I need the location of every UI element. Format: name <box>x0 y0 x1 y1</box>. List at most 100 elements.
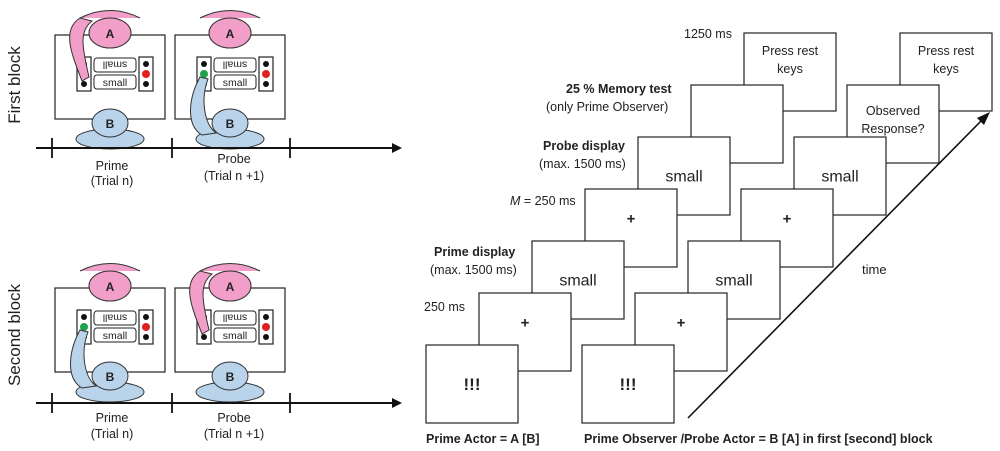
person-a-letter-front: A <box>106 27 115 41</box>
caption-prime-actor: Prime Actor = A [B] <box>426 432 540 446</box>
label-isi-m: M <box>510 194 521 208</box>
person-a-arm <box>69 17 94 82</box>
timeline-first-block: Prime (Trial n) Probe (Trial n +1) <box>36 138 402 188</box>
second-block-label-group: Second block <box>5 283 24 386</box>
first-prime-title: Prime <box>96 159 129 173</box>
left-scenes: AABsmallsmallAABsmallsmallAABsmallsmallA… <box>54 10 286 403</box>
probe-seq-screen-text: keys <box>933 62 959 76</box>
right-rest-key-2 <box>143 334 149 340</box>
prime-seq-screen-text: Press rest <box>762 44 819 58</box>
label-prime-display: Prime display <box>434 245 515 259</box>
bottom-word: small <box>223 330 248 342</box>
first-block-label-group: First block <box>5 46 24 124</box>
prime-seq-screen-frame <box>425 344 519 424</box>
caption-prime-observer: Prime Observer /Probe Actor = B [A] in f… <box>584 432 933 446</box>
right-rest-key <box>143 314 149 320</box>
prime-seq-screen-text: + <box>521 314 530 331</box>
left-rest-key <box>81 314 87 320</box>
bottom-word-box <box>93 327 137 343</box>
person-a-shoulders <box>199 263 261 272</box>
time-label: time <box>862 262 887 277</box>
label-250ms: 250 ms <box>424 300 465 314</box>
right-red-key <box>142 70 150 78</box>
left-green-key <box>80 323 88 331</box>
bottom-word: small <box>103 77 128 89</box>
label-prime-display-sub: (max. 1500 ms) <box>430 263 517 277</box>
person-a-head-front <box>208 270 252 302</box>
person-b-letter: B <box>106 117 115 131</box>
scene-second-prime: AABsmallsmall <box>54 263 166 403</box>
label-1250ms: 1250 ms <box>684 27 732 41</box>
right-red-key <box>142 323 150 331</box>
person-b-head <box>91 361 129 391</box>
left-rest-key-2 <box>81 81 87 87</box>
second-probe-title: Probe <box>217 411 250 425</box>
probe-seq-screen-5: small <box>793 136 887 216</box>
top-word-box <box>93 310 137 326</box>
label-isi-value: = 250 ms <box>520 194 575 208</box>
second-probe-sub: (Trial n +1) <box>204 427 264 441</box>
person-a-shoulders <box>199 10 261 19</box>
right-rest-key-2 <box>263 334 269 340</box>
probe-seq-screen-text: Observed <box>866 104 920 118</box>
right-rest-key-2 <box>263 81 269 87</box>
person-b-letter: B <box>106 370 115 384</box>
first-probe-sub: (Trial n +1) <box>204 169 264 183</box>
prime-seq-screen-text: keys <box>777 62 803 76</box>
label-memory-test-sub: (only Prime Observer) <box>546 100 668 114</box>
prime-seq-screen-text: !!! <box>464 375 481 394</box>
top-word: small <box>223 312 248 324</box>
second-prime-sub: (Trial n) <box>91 427 134 441</box>
prime-seq-screen-text: small <box>665 169 702 186</box>
left-rest-key <box>201 61 207 67</box>
person-b-head <box>91 108 129 138</box>
scene-first-probe: AABsmallsmall <box>174 10 286 150</box>
second-prime-title: Prime <box>96 411 129 425</box>
person-a-letter-front: A <box>106 280 115 294</box>
probe-seq-screen-text: Press rest <box>918 44 975 58</box>
bottom-word: small <box>223 77 248 89</box>
right-red-key <box>262 323 270 331</box>
right-rest-key <box>263 61 269 67</box>
top-word: small <box>103 59 128 71</box>
person-a-shoulders <box>79 10 141 19</box>
top-word: small <box>103 312 128 324</box>
left-green-key <box>200 70 208 78</box>
probe-seq-screen-text: small <box>821 169 858 186</box>
bottom-word-box <box>213 74 257 90</box>
person-b-letter: B <box>226 117 235 131</box>
person-b-arm <box>190 76 218 136</box>
prime-seq-screen-5: small <box>637 136 731 216</box>
person-a-head-front <box>88 17 132 49</box>
left-rest-key-2 <box>201 334 207 340</box>
right-red-key <box>262 70 270 78</box>
time-arrow: time <box>687 112 990 419</box>
person-a-shoulders <box>79 263 141 272</box>
person-a-letter-front: A <box>226 280 235 294</box>
label-probe-display: Probe display <box>543 139 625 153</box>
person-b-arm <box>70 329 98 389</box>
probe-seq-screen-text: Response? <box>861 122 924 136</box>
probe-seq-screen-text: !!! <box>620 375 637 394</box>
probe-seq-screen-frame <box>581 344 675 424</box>
top-word-box <box>93 57 137 73</box>
right-rest-key <box>263 314 269 320</box>
person-b-head <box>211 108 249 138</box>
person-a-letter-front: A <box>226 27 235 41</box>
top-word-box <box>213 57 257 73</box>
top-word-box <box>213 310 257 326</box>
person-b-letter: B <box>226 370 235 384</box>
top-word: small <box>223 59 248 71</box>
prime-seq-screen-1: !!! <box>425 344 519 424</box>
bottom-word: small <box>103 330 128 342</box>
probe-seq-screen-text: + <box>783 210 792 227</box>
person-b-head <box>211 361 249 391</box>
probe-seq-screen-text: small <box>715 273 752 290</box>
scene-second-probe: AABsmallsmall <box>174 263 286 403</box>
label-memory-test: 25 % Memory test <box>566 82 672 96</box>
timeline-second-block: Prime (Trial n) Probe (Trial n +1) <box>36 393 402 441</box>
sequence-labels: 250 ms Prime display (max. 1500 ms) M = … <box>424 27 732 314</box>
right-rest-key-2 <box>143 81 149 87</box>
first-probe-title: Probe <box>217 152 250 166</box>
